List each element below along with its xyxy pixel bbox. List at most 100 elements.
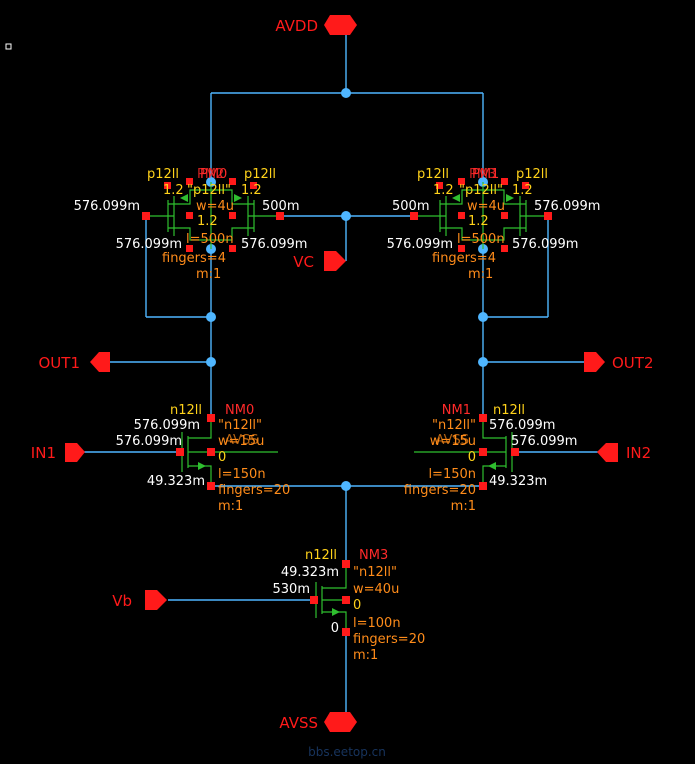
nm0-cell: n12ll <box>170 403 202 418</box>
pmos-right-v-bottom-left: 576.099m <box>387 237 453 252</box>
pmos-right-v-bottom-right: 576.099m <box>512 237 578 252</box>
pmos-right-symbol[interactable] <box>414 182 548 249</box>
pin-out2-shape[interactable] <box>584 352 605 372</box>
pin-avdd-label: AVDD <box>275 17 318 35</box>
pmos-right-bulk-mid: 1.2 <box>468 214 489 229</box>
term-nm3-drain <box>342 560 350 568</box>
pmos-left-bot-a <box>168 227 211 241</box>
pmos-left-v-left: 576.099m <box>74 199 140 214</box>
term-pl-9 <box>186 178 193 185</box>
nm1-arrow <box>488 462 496 470</box>
pmos-left-symbol[interactable] <box>146 182 280 249</box>
pmos-left-top-b <box>211 189 254 205</box>
nm3-drain <box>322 563 347 589</box>
term-nm0-source <box>207 482 215 490</box>
nm0-mult: m:1 <box>218 499 243 514</box>
pmos-left-length: l=500n <box>186 232 234 247</box>
pmos-right-fingers: fingers=4 <box>432 251 496 266</box>
nm0-w: w=15u <box>218 434 264 449</box>
nm3-cell: n12ll <box>305 548 337 563</box>
pmos-right-bot-a <box>440 227 483 241</box>
pin-vc-label: VC <box>293 253 314 271</box>
pmos-right-arrow-a <box>452 194 460 202</box>
nm3-v-drain: 49.323m <box>281 565 339 580</box>
term-pl-6 <box>229 212 236 219</box>
pmos-left-model: "p12ll" <box>187 183 231 198</box>
nm0-v-source: 49.323m <box>147 474 205 489</box>
nm3-body: 0 <box>353 598 361 613</box>
nm0-inst: NM0 <box>225 403 254 418</box>
pmos-left-inst: PM0 <box>200 167 227 182</box>
pin-vc-shape[interactable] <box>324 251 346 271</box>
pmos-right-bulk-b: 1.2 <box>512 183 533 198</box>
nm0-symbol[interactable] <box>180 418 278 486</box>
pmos-right-inst-overlap: PM3 <box>469 167 496 182</box>
pins <box>65 15 618 732</box>
pmos-left-bulk-a: 1.2 <box>163 183 184 198</box>
pmos-right-arrow-b <box>506 194 514 202</box>
junction-top-rail <box>341 88 351 98</box>
nm0-source <box>188 465 212 486</box>
pmos-right-bot-b <box>483 227 526 241</box>
term-pl-1 <box>142 212 150 220</box>
pmos-right-mult: m:1 <box>468 267 493 282</box>
wires <box>84 35 598 712</box>
pmos-right-v-gate: 500m <box>392 199 429 214</box>
terminal-markers <box>142 178 552 636</box>
nm1-v-gate: 576.099m <box>511 434 577 449</box>
term-nm0-drain <box>207 414 215 422</box>
pmos-left-mult: m:1 <box>196 267 221 282</box>
pin-vb-label: Vb <box>112 592 132 610</box>
nm3-v-gate: 530m <box>273 582 310 597</box>
term-pr-6 <box>501 212 508 219</box>
nm3-inst: NM3 <box>359 548 388 563</box>
term-nm1-source <box>479 482 487 490</box>
pmos-left-bulk-b: 1.2 <box>241 183 262 198</box>
origin-marker <box>5 43 12 50</box>
pin-avss-shape[interactable] <box>324 712 357 732</box>
nm0-drain <box>188 418 212 439</box>
pmos-left-v-gate: 500m <box>262 199 299 214</box>
term-pl-5 <box>186 212 193 219</box>
nm1-bulk-net: AVSS <box>436 433 469 448</box>
term-nm1-body <box>479 448 487 456</box>
junction-gate-bus <box>341 211 351 221</box>
pmos-left-w: w=4u <box>196 199 234 214</box>
term-pr-8 <box>501 245 508 252</box>
term-pl-8 <box>229 245 236 252</box>
nm3-mult: m:1 <box>353 648 378 663</box>
pmos-left-arrow-a <box>180 194 188 202</box>
term-nm3-body <box>342 596 350 604</box>
nm1-body: 0 <box>468 450 476 465</box>
pmos-left-cell-a: p12ll <box>147 167 179 182</box>
pin-in2-shape[interactable] <box>597 443 618 462</box>
junction-tail <box>341 481 351 491</box>
pmos-left-top-a <box>168 189 211 205</box>
pin-vb-shape[interactable] <box>145 590 167 610</box>
term-nm1-gate <box>511 448 519 456</box>
pmos-right-model: "p12ll" <box>459 183 503 198</box>
junction-out1 <box>206 357 216 367</box>
term-pr-9 <box>458 178 465 185</box>
term-nm1-drain <box>479 414 487 422</box>
nm3-arrow <box>332 608 340 616</box>
term-pr-2 <box>410 212 418 220</box>
nm0-body: 0 <box>218 450 226 465</box>
nm1-model: "n12ll" <box>432 418 476 433</box>
pin-avdd-shape[interactable] <box>324 15 357 35</box>
pmos-left-arrow-b <box>234 194 242 202</box>
term-pl-7 <box>186 245 193 252</box>
pin-in1-shape[interactable] <box>65 443 85 462</box>
nm3-w: w=40u <box>353 582 399 597</box>
nm1-inst: NM1 <box>442 403 471 418</box>
term-pr-5 <box>458 212 465 219</box>
nm1-drain <box>482 418 506 439</box>
term-pr-3 <box>436 182 443 189</box>
junction-right-drain <box>478 312 488 322</box>
pmos-right-w: w=4u <box>467 199 505 214</box>
pin-out1-shape[interactable] <box>90 352 110 372</box>
pin-in1-label: IN1 <box>31 444 56 462</box>
nm1-w: w=15u <box>430 434 476 449</box>
